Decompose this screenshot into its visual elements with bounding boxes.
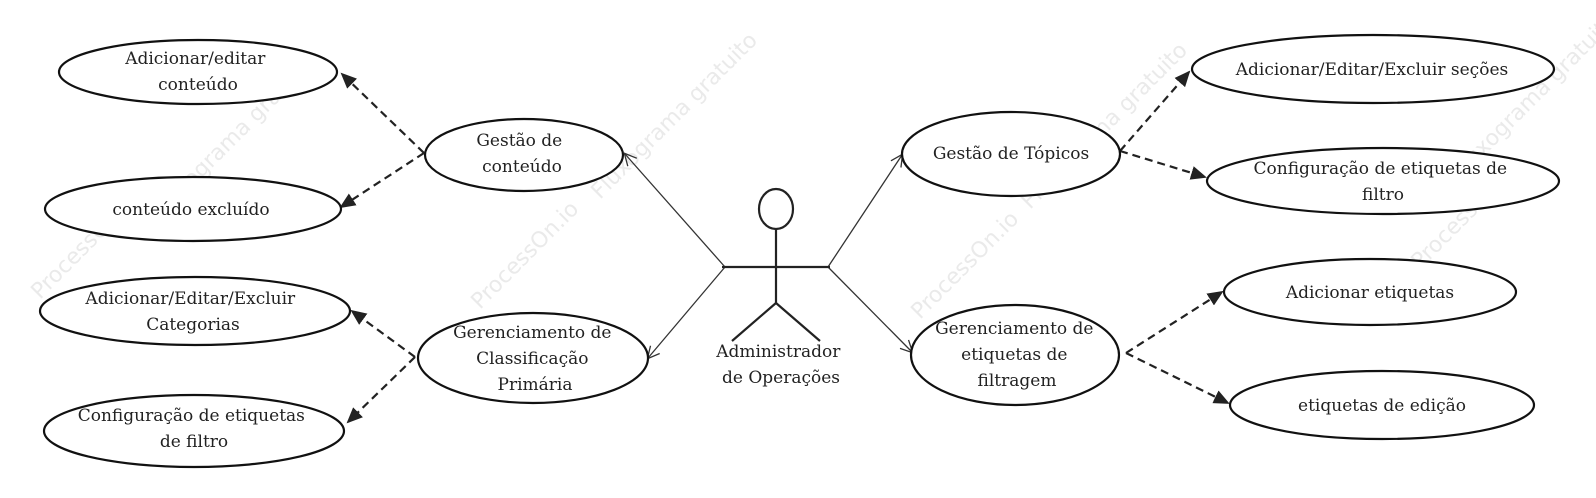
use-case-etiquetas-edicao[interactable]: etiquetas de edição bbox=[1228, 369, 1536, 441]
use-case-adicionar-editar-excluir-secoes[interactable]: Adicionar/Editar/Excluir seções bbox=[1190, 33, 1556, 105]
association-edge-etiquetas-filtragem bbox=[827, 266, 912, 352]
dependency-edge bbox=[1119, 149, 1207, 180]
use-case-config-etiquetas-filtro-left[interactable]: Configuração de etiquetas de filtro bbox=[42, 393, 346, 469]
actor-head bbox=[757, 187, 795, 231]
association-edge-classificacao bbox=[648, 266, 726, 358]
dependency-edge bbox=[350, 309, 416, 358]
use-case-label: Configuração de etiquetas de filtro bbox=[78, 406, 311, 452]
use-case-gestao-conteudo[interactable]: Gestão de conteúdo bbox=[423, 117, 625, 193]
dependency-edge bbox=[1119, 70, 1191, 152]
use-case-label: Gestão de Tópicos bbox=[933, 144, 1089, 164]
association-edge-gestao-conteudo bbox=[625, 154, 726, 268]
use-case-conteudo-excluido[interactable]: conteúdo excluído bbox=[43, 175, 343, 243]
use-case-label: conteúdo excluído bbox=[112, 200, 269, 220]
dependency-edge bbox=[339, 152, 425, 209]
dependency-edge bbox=[346, 356, 416, 424]
dependencies bbox=[339, 70, 1230, 424]
use-case-label: Gerenciamento de etiquetas de filtragem bbox=[935, 319, 1099, 391]
use-case-label: Adicionar/Editar/Excluir Categorias bbox=[84, 289, 300, 335]
association-edge-gestao-topicos bbox=[827, 155, 902, 268]
use-case-config-etiquetas-filtro-right[interactable]: Configuração de etiquetas de filtro bbox=[1205, 146, 1561, 216]
use-case-label: Gerenciamento de Classificação Primária bbox=[453, 323, 617, 395]
use-case-label: Gestão de conteúdo bbox=[476, 131, 567, 177]
use-case-gerenciamento-etiquetas-filtragem[interactable]: Gerenciamento de etiquetas de filtragem bbox=[909, 303, 1121, 407]
use-case-gestao-topicos[interactable]: Gestão de Tópicos bbox=[900, 110, 1122, 198]
use-case-gerenciamento-classificacao[interactable]: Gerenciamento de Classificação Primária bbox=[416, 311, 650, 405]
actor-label: Administrador de Operações bbox=[715, 342, 846, 388]
actor-leg-left bbox=[731, 302, 777, 342]
use-case-label: Adicionar/editar conteúdo bbox=[124, 49, 271, 95]
associations bbox=[625, 154, 912, 358]
dependency-edge bbox=[340, 72, 425, 154]
dependency-edge bbox=[1125, 290, 1224, 354]
watermark-text: Fluxograma gratuito bbox=[587, 28, 763, 204]
use-case-adicionar-editar-excluir-categorias[interactable]: Adicionar/Editar/Excluir Categorias bbox=[38, 275, 352, 347]
use-case-label: Adicionar/Editar/Excluir seções bbox=[1235, 60, 1508, 80]
use-case-adicionar-editar-conteudo[interactable]: Adicionar/editar conteúdo bbox=[57, 38, 339, 106]
use-case-label: Configuração de etiquetas de filtro bbox=[1254, 159, 1513, 205]
use-case-label: Adicionar etiquetas bbox=[1285, 283, 1454, 303]
actor-leg-right bbox=[775, 302, 821, 342]
use-case-adicionar-etiquetas[interactable]: Adicionar etiquetas bbox=[1222, 257, 1518, 327]
use-case-label: etiquetas de edição bbox=[1298, 396, 1466, 416]
dependency-edge bbox=[1125, 352, 1230, 404]
actor-figure: Administrador de Operações bbox=[715, 187, 846, 388]
watermark-text: ProcessOn.io bbox=[467, 197, 585, 315]
